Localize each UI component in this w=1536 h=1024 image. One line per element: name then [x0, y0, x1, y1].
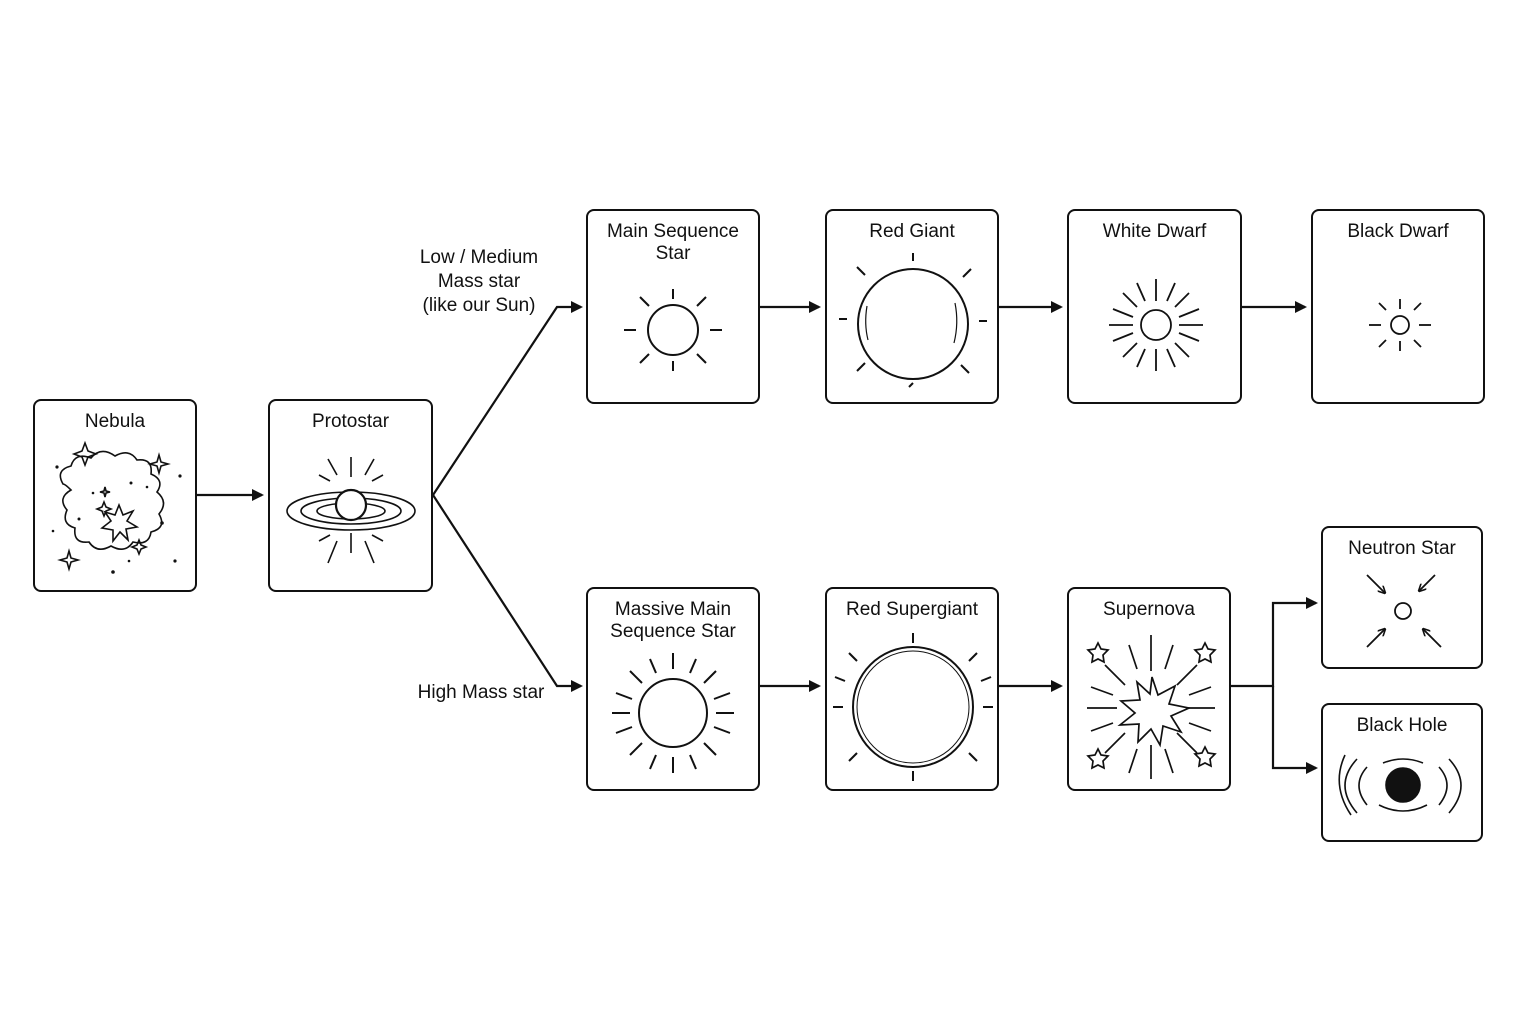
- arrow-supernova-black-hole: [1271, 686, 1318, 774]
- arrow-protostar-main-sequence: [432, 301, 583, 496]
- stage-title: White Dwarf: [1102, 221, 1207, 242]
- stage-white-dwarf: White Dwarf: [1067, 209, 1242, 404]
- red-supergiant-icon: [833, 633, 993, 781]
- stage-title: Main Sequence Star: [606, 221, 740, 264]
- nebula-icon: [51, 440, 182, 574]
- stage-title: Supernova: [1103, 599, 1195, 620]
- protostar-icon: [286, 457, 416, 564]
- stage-title: Red Supergiant: [845, 599, 979, 620]
- stage-title: Nebula: [84, 411, 146, 432]
- stage-red-giant: Red Giant: [825, 209, 999, 404]
- stage-title: Red Giant: [869, 221, 955, 242]
- stage-massive-main-sequence: Massive Main Sequence Star: [586, 587, 760, 791]
- stage-red-supergiant: Red Supergiant: [825, 587, 999, 791]
- stage-protostar: Protostar: [268, 399, 433, 592]
- red-giant-icon: [839, 253, 987, 388]
- stage-title: Massive Main Sequence Star: [610, 599, 736, 642]
- stage-black-hole: Black Hole: [1321, 703, 1483, 842]
- stage-main-sequence: Main Sequence Star: [586, 209, 760, 404]
- stage-supernova: Supernova: [1067, 587, 1231, 791]
- branch-label-low-mass: Low / Medium Mass star (like our Sun): [419, 247, 539, 316]
- arrow-supernova-neutron-star: [1231, 597, 1318, 688]
- massive-sun-icon: [612, 653, 734, 773]
- stage-title: Neutron Star: [1348, 538, 1456, 559]
- supernova-icon: [1086, 635, 1217, 779]
- stage-title: Black Dwarf: [1347, 221, 1449, 242]
- black-dwarf-icon: [1369, 299, 1431, 351]
- stage-title: Protostar: [311, 411, 390, 432]
- stage-neutron-star: Neutron Star: [1321, 526, 1483, 669]
- sun-icon: [624, 289, 722, 371]
- branch-label-high-mass: High Mass star: [417, 682, 545, 703]
- arrow-protostar-massive: [432, 494, 583, 692]
- black-hole-icon: [1338, 754, 1462, 816]
- white-dwarf-icon: [1109, 279, 1203, 371]
- stage-black-dwarf: Black Dwarf: [1311, 209, 1485, 404]
- neutron-star-icon: [1366, 574, 1442, 648]
- stage-nebula: Nebula: [33, 399, 197, 592]
- stage-title: Black Hole: [1356, 715, 1448, 736]
